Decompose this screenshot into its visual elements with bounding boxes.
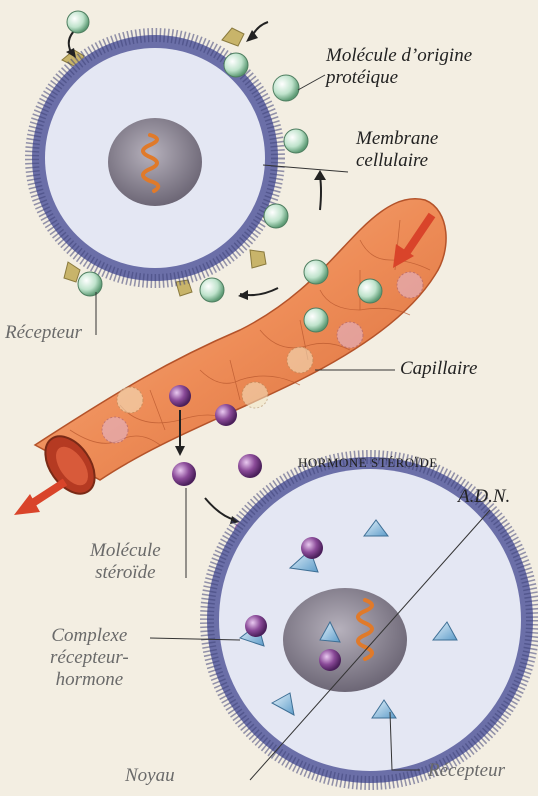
cell-membrane-label: Membrane cellulaire bbox=[356, 128, 438, 172]
protein-molecule bbox=[67, 11, 89, 33]
dna-label: A.D.N. bbox=[458, 486, 510, 508]
complex-label-line3: hormone bbox=[50, 669, 129, 691]
steroid-molecule bbox=[301, 537, 323, 559]
membrane-receptor bbox=[222, 28, 244, 46]
steroid-molecule-label-line2: stéroïde bbox=[90, 562, 161, 584]
nucleus bbox=[283, 588, 407, 692]
protein-molecule bbox=[224, 53, 248, 77]
protein-molecule-label-line2: protéique bbox=[326, 67, 472, 89]
protein-molecule-label: Molécule d’origine protéique bbox=[326, 45, 472, 89]
protein-molecule bbox=[78, 272, 102, 296]
receptor-hormone-complex-label: Complexe récepteur- hormone bbox=[50, 625, 129, 691]
receptor-top-label: Récepteur bbox=[5, 322, 82, 344]
steroid-molecule bbox=[172, 462, 196, 486]
hormone-receptor-complex bbox=[319, 649, 341, 671]
protein-molecule bbox=[200, 278, 224, 302]
steroid-molecule bbox=[245, 615, 267, 637]
protein-molecule bbox=[264, 204, 288, 228]
steroid-molecule bbox=[215, 404, 237, 426]
protein-molecule-label-line1: Molécule d’origine bbox=[326, 45, 472, 67]
protein-molecule bbox=[273, 75, 299, 101]
steroid-molecule bbox=[169, 385, 191, 407]
protein-molecule bbox=[304, 260, 328, 284]
nucleus-label: Noyau bbox=[125, 765, 175, 787]
membrane-receptor bbox=[64, 262, 80, 282]
membrane-receptor bbox=[250, 250, 266, 268]
protein-molecule bbox=[304, 308, 328, 332]
cell-membrane-label-line1: Membrane bbox=[356, 128, 438, 150]
complex-label-line2: récepteur- bbox=[50, 647, 129, 669]
protein-molecule bbox=[284, 129, 308, 153]
protein-molecule bbox=[358, 279, 382, 303]
steroid-molecule bbox=[238, 454, 262, 478]
complex-label-line1: Complexe bbox=[50, 625, 129, 647]
capillary-label: Capillaire bbox=[400, 358, 477, 380]
steroid-molecule-label: Molécule stéroïde bbox=[90, 540, 161, 584]
cell-membrane-label-line2: cellulaire bbox=[356, 150, 438, 172]
receptor-bottom-label: Récepteur bbox=[428, 760, 505, 782]
steroid-molecule-label-line1: Molécule bbox=[90, 540, 161, 562]
steroid-hormone-heading: HORMONE STÉROÏDE bbox=[298, 455, 438, 471]
